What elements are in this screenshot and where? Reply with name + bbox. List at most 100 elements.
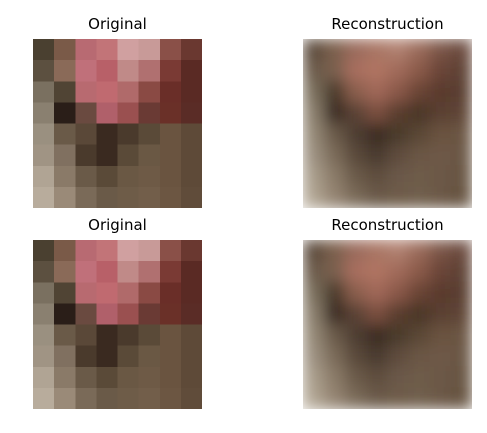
image-pixel [408,324,431,347]
image-pixel [303,366,325,389]
image-pixel [138,387,160,409]
image-pixel [33,387,55,409]
image-pixel [96,345,118,367]
image-pixel [344,39,367,61]
image-pixel [33,366,55,388]
image-pixel [408,387,431,409]
reconstruction-image [303,39,472,208]
image-pixel [365,260,388,283]
image-pixel [159,240,181,262]
image-pixel [180,39,202,61]
image-pixel [138,345,160,367]
image-pixel [138,165,160,187]
image-pixel [159,387,181,409]
image-pixel [387,123,410,146]
image-pixel [344,186,367,208]
image-pixel [180,345,202,367]
panel-title: Reconstruction [331,216,444,234]
image-pixel [96,60,118,82]
image-pixel [96,240,118,262]
image-pixel [33,123,55,145]
image-pixel [408,345,431,368]
image-pixel [33,102,55,124]
image-pixel [180,261,202,283]
image-pixel [54,144,76,166]
image-pixel [54,39,76,61]
image-pixel [75,240,97,262]
image-pixel [408,260,431,283]
image-pixel [344,240,367,262]
image-pixel [387,302,410,325]
image-pixel [303,240,325,262]
image-pixel [180,387,202,409]
image-pixel [344,324,367,347]
image-pixel [96,81,118,103]
image-pixel [450,387,472,409]
image-pixel [429,366,452,389]
image-pixel [365,144,388,167]
image-pixel [387,39,410,61]
image-pixel [429,123,452,146]
image-pixel [33,261,55,283]
image-pixel [303,123,325,146]
original-panel: Original [33,216,202,411]
image-pixel [408,302,431,325]
image-pixel [450,123,472,146]
image-pixel [138,81,160,103]
image-pixel [96,261,118,283]
image-pixel [96,144,118,166]
image-pixel [96,102,118,124]
image-pixel [75,81,97,103]
image-pixel [450,260,472,283]
image-pixel [54,366,76,388]
image-pixel [408,39,431,61]
image-pixel [344,366,367,389]
image-pixel [96,186,118,208]
image-pixel [450,324,472,347]
image-pixel [180,102,202,124]
image-pixel [54,345,76,367]
image-pixel [387,186,410,208]
image-pixel [75,282,97,304]
image-pixel [117,324,139,346]
image-pixel [450,345,472,368]
image-pixel [303,345,325,368]
image-pixel [450,144,472,167]
image-pixel [323,366,346,389]
image-pixel [138,366,160,388]
image-pixel [344,387,367,409]
image-pixel [344,165,367,188]
image-pixel [96,303,118,325]
image-pixel [33,186,55,208]
image-pixel [344,123,367,146]
image-pixel [365,80,388,103]
image-pixel [408,186,431,208]
image-pixel [138,39,160,61]
image-pixel [429,80,452,103]
image-pixel [117,144,139,166]
original-panel: Original [33,15,202,210]
image-pixel [54,123,76,145]
image-pixel [303,302,325,325]
image-pixel [54,282,76,304]
image-pixel [429,240,452,262]
image-pixel [96,39,118,61]
image-pixel [429,260,452,283]
image-pixel [323,345,346,368]
image-pixel [180,303,202,325]
image-pixel [75,165,97,187]
image-pixel [429,186,452,208]
image-pixel [303,39,325,61]
image-pixel [33,282,55,304]
image-pixel [303,324,325,347]
image-pixel [138,303,160,325]
image-pixel [344,302,367,325]
image-pixel [429,144,452,167]
image-pixel [117,81,139,103]
image-pixel [450,186,472,208]
image-pixel [387,260,410,283]
image-pixel [180,81,202,103]
image-pixel [387,144,410,167]
image-pixel [303,165,325,188]
image-pixel [323,186,346,208]
